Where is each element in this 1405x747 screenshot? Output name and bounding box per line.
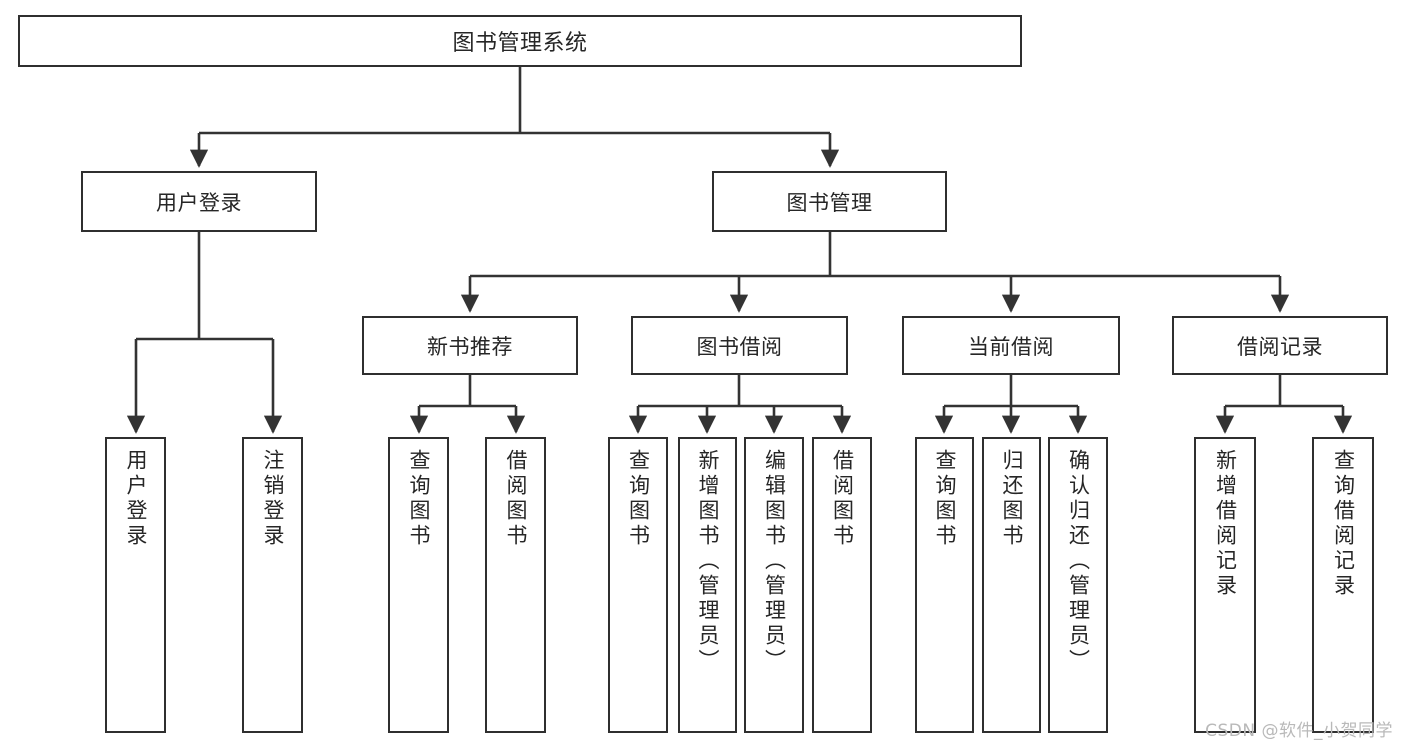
leaf-return-book[interactable]: 归还图书 [982,437,1041,733]
node-label: 用户登录 [156,190,242,215]
node-label: 注销登录 [261,449,285,549]
node-label: 编辑图书（管理员） [762,449,787,674]
node-label: 借阅记录 [1237,334,1323,359]
node-label: 借阅图书 [830,449,855,549]
node-label: 当前借阅 [968,334,1054,359]
leaf-user-login[interactable]: 用户登录 [105,437,166,733]
leaf-logout[interactable]: 注销登录 [242,437,303,733]
node-label: 查询图书 [933,449,957,549]
node-book-borrow[interactable]: 图书借阅 [631,316,848,375]
leaf-query-book-borrow[interactable]: 查询图书 [608,437,668,733]
node-label: 新增图书（管理员） [696,449,720,674]
node-label: 归还图书 [1000,449,1024,549]
watermark-text: CSDN @软件_小贺同学 [1205,721,1393,741]
leaf-borrow-book[interactable]: 借阅图书 [812,437,872,733]
node-user-login[interactable]: 用户登录 [81,171,317,232]
node-book-management[interactable]: 图书管理 [712,171,947,232]
leaf-edit-book-admin[interactable]: 编辑图书（管理员） [744,437,804,733]
leaf-query-book-current[interactable]: 查询图书 [915,437,974,733]
node-label: 确认归还（管理员） [1066,449,1091,674]
leaf-query-borrow-record[interactable]: 查询借阅记录 [1312,437,1374,733]
node-label: 用户登录 [124,449,148,549]
leaf-borrow-book-recommend[interactable]: 借阅图书 [485,437,546,733]
node-borrow-record[interactable]: 借阅记录 [1172,316,1388,375]
node-label: 查询图书 [407,449,431,549]
node-label: 查询借阅记录 [1331,449,1356,599]
node-label: 新增借阅记录 [1213,449,1238,599]
node-label: 借阅图书 [504,449,528,549]
leaf-add-borrow-record[interactable]: 新增借阅记录 [1194,437,1256,733]
leaf-confirm-return-admin[interactable]: 确认归还（管理员） [1048,437,1108,733]
node-new-book-recommendation[interactable]: 新书推荐 [362,316,578,375]
node-root-system[interactable]: 图书管理系统 [18,15,1022,67]
node-label: 图书管理系统 [452,31,588,56]
node-label: 图书借阅 [696,334,783,359]
node-current-borrow[interactable]: 当前借阅 [902,316,1120,375]
node-label: 查询图书 [626,449,651,549]
node-label: 新书推荐 [427,334,513,359]
leaf-add-book-admin[interactable]: 新增图书（管理员） [678,437,737,733]
leaf-query-book-recommend[interactable]: 查询图书 [388,437,449,733]
node-label: 图书管理 [786,190,873,215]
